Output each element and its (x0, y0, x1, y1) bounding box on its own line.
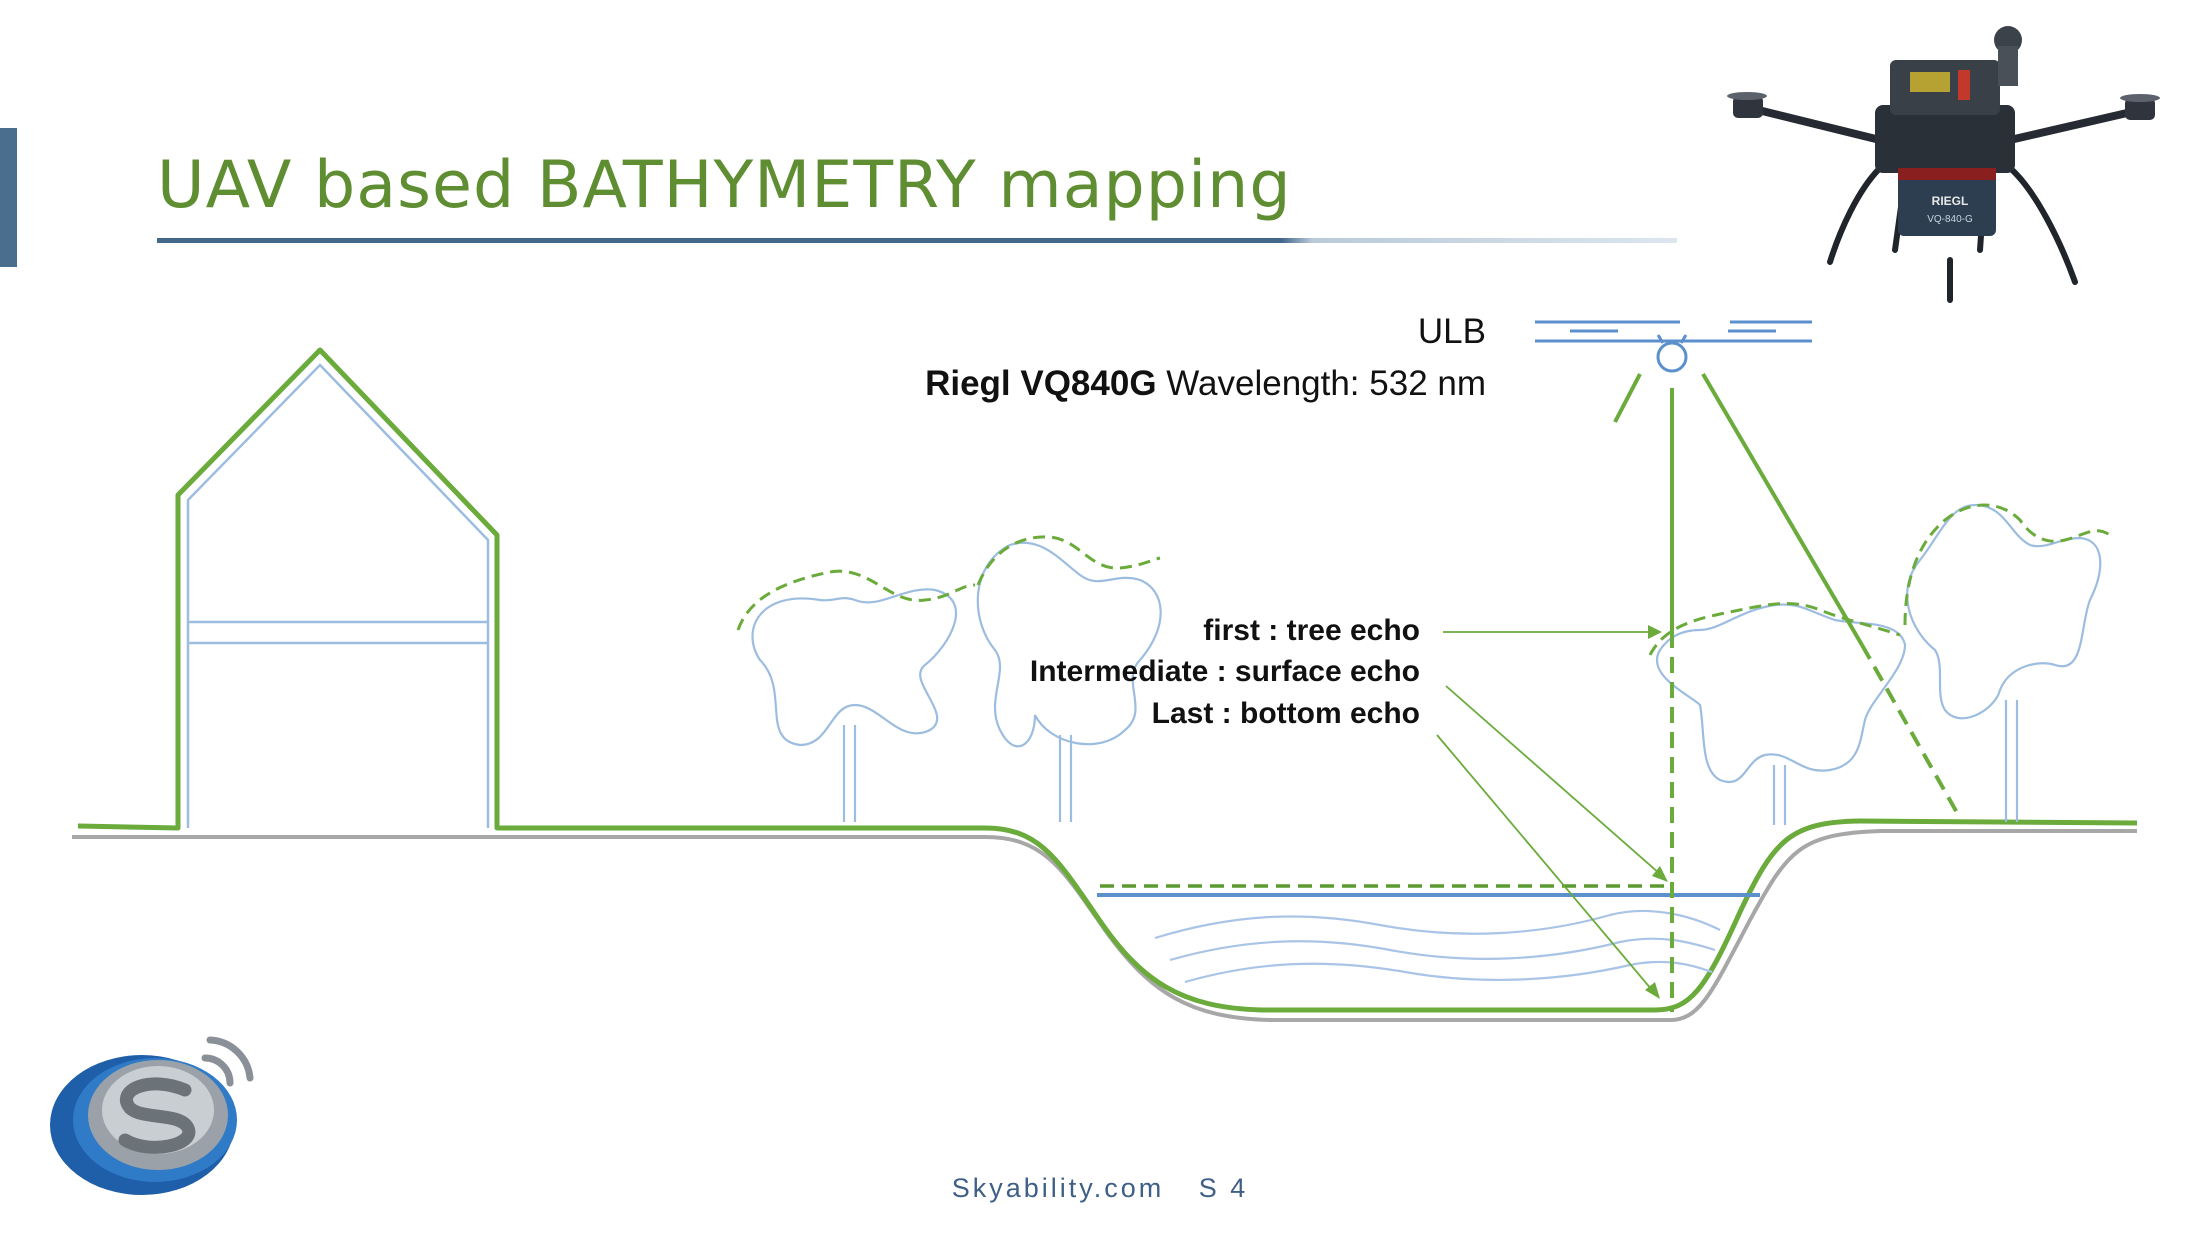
tree-1-dashed-canopy (736, 569, 976, 631)
tree-2 (976, 541, 1162, 822)
tree-3-dashed-canopy (1648, 602, 1901, 656)
riegl-brand-text: RIEGL (1932, 194, 1969, 208)
sensor-label: Riegl VQ840G Wavelength: 532 nm (925, 364, 1486, 404)
ulb-aircraft-icon (1535, 320, 1812, 373)
riegl-scanner-unit (1898, 168, 1996, 236)
slide-side-accent-bar (0, 128, 17, 267)
sensor-wavelength: Wavelength: 532 nm (1166, 364, 1486, 403)
echo-label-intermediate: Intermediate : surface echo (1029, 655, 1420, 688)
laser-beams (1613, 372, 1962, 1012)
echo-pointer-arrows (1436, 631, 1661, 991)
tree-4 (1906, 503, 2102, 822)
logo-s-letter (118, 1077, 196, 1154)
echo-arrowheads (1645, 625, 1668, 999)
slide-title: UAV based BATHYMETRY mapping (157, 148, 1292, 223)
drone-photo: RIEGL VQ-840-G (1727, 26, 2160, 303)
sensor-model: Riegl VQ840G (925, 364, 1157, 403)
drone-body (1875, 105, 2015, 173)
title-underline (157, 238, 1677, 243)
tree-2-dashed-canopy (976, 535, 1161, 586)
footer-site: Skyability.com (951, 1173, 1165, 1203)
slide-footer: Skyability.com S 4 (0, 1173, 2200, 1204)
riegl-model-text: VQ-840-G (1927, 214, 1973, 225)
skyability-s-logo-icon (50, 1036, 254, 1195)
drone-motors (1727, 92, 2160, 120)
wifi-signal-icon (201, 1036, 254, 1087)
tree-3 (1656, 603, 1907, 825)
tree-1 (751, 588, 957, 822)
house-outline (186, 363, 490, 828)
water-waves (1154, 909, 1721, 984)
ground-line (77, 347, 2138, 1013)
echo-label-last: Last : bottom echo (1151, 697, 1420, 730)
drone-arms (1746, 104, 2144, 144)
footer-slide-number: S 4 (1198, 1173, 1249, 1203)
platform-label: ULB (1417, 312, 1486, 351)
echo-label-first: first : tree echo (1203, 614, 1420, 647)
